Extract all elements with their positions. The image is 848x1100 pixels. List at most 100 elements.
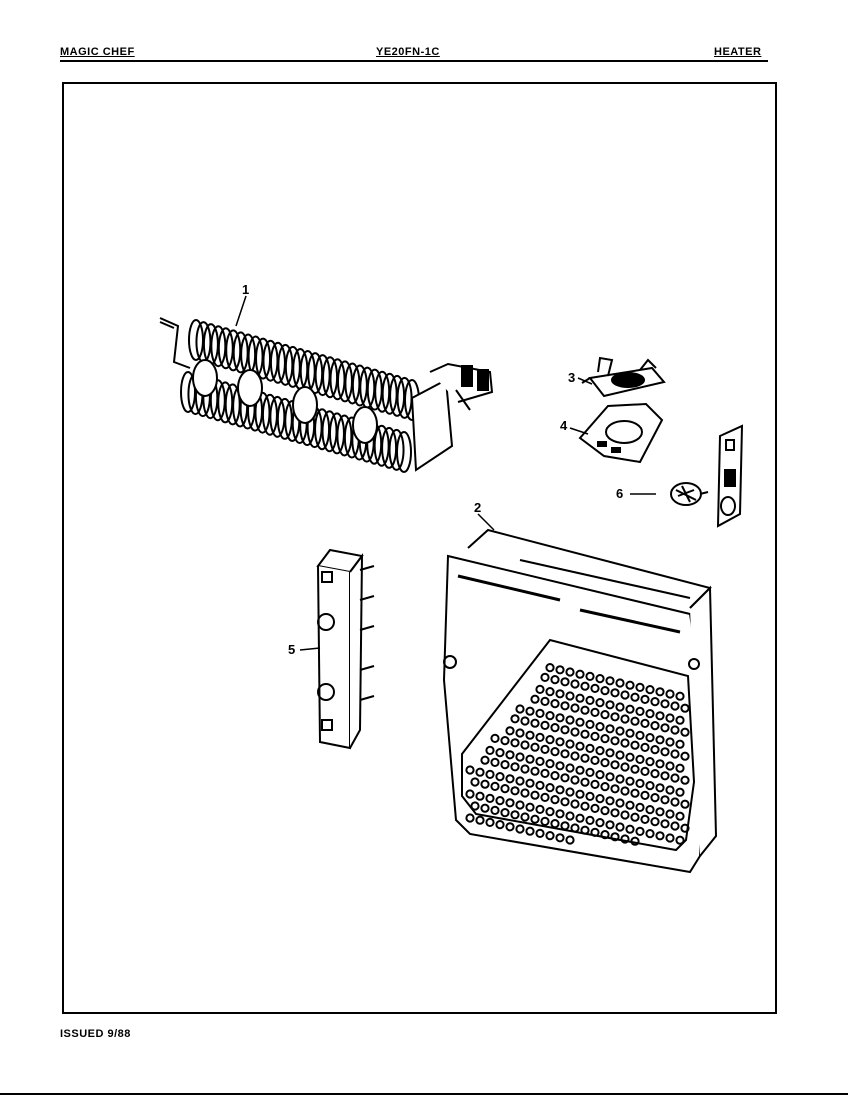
perforation-hole bbox=[660, 819, 670, 829]
issued-date: ISSUED 9/88 bbox=[60, 1028, 131, 1040]
perforation-hole bbox=[680, 799, 690, 809]
perforation-hole bbox=[680, 775, 690, 785]
perforation-hole bbox=[620, 786, 630, 796]
perforation-hole bbox=[570, 679, 580, 689]
perforation-hole bbox=[545, 711, 555, 721]
perforation-hole bbox=[645, 685, 655, 695]
perforation-hole bbox=[575, 693, 585, 703]
perforation-hole bbox=[480, 755, 490, 765]
perforation-hole bbox=[580, 777, 590, 787]
perforation-hole bbox=[560, 725, 570, 735]
perforation-hole bbox=[565, 811, 575, 821]
mounting-plate-icon bbox=[716, 424, 744, 528]
perforation-hole bbox=[590, 803, 600, 814]
perforation-hole bbox=[565, 691, 575, 701]
thermal-fuse-icon bbox=[670, 482, 709, 506]
perforation-hole bbox=[645, 829, 655, 839]
perforation-hole bbox=[610, 784, 620, 794]
perforation-hole bbox=[500, 760, 510, 770]
perforation-hole bbox=[475, 815, 485, 825]
perforation-hole bbox=[550, 747, 560, 757]
perforation-hole bbox=[575, 765, 585, 775]
perforation-hole bbox=[620, 714, 630, 724]
perforation-hole bbox=[520, 788, 530, 798]
perforation-hole bbox=[615, 774, 625, 784]
perforation-hole bbox=[600, 830, 610, 840]
perforation-hole bbox=[670, 797, 680, 807]
perforation-hole bbox=[535, 780, 545, 791]
perforation-hole bbox=[595, 794, 605, 804]
perforation-hole bbox=[530, 718, 540, 728]
coil-loop bbox=[329, 358, 346, 401]
perforation-hole bbox=[605, 748, 615, 758]
perforation-hole bbox=[545, 687, 555, 697]
coil-loop bbox=[255, 337, 272, 380]
perforation-hole bbox=[560, 773, 570, 783]
perforation-hole bbox=[625, 704, 635, 714]
perforation-hole bbox=[640, 814, 650, 825]
perforation-hole bbox=[540, 696, 550, 707]
perforation-hole bbox=[515, 824, 525, 834]
perforation-hole bbox=[565, 835, 575, 845]
perforation-hole bbox=[470, 777, 480, 787]
perforation-hole bbox=[485, 745, 495, 756]
coil-loop bbox=[322, 356, 339, 399]
diagram-frame bbox=[62, 82, 777, 1014]
perforation-hole bbox=[655, 783, 665, 793]
perforation-hole bbox=[565, 763, 575, 773]
perforation-hole bbox=[665, 809, 675, 819]
perforation-hole bbox=[570, 727, 580, 737]
coil-loop bbox=[314, 354, 331, 397]
perforation-hole bbox=[675, 739, 685, 749]
perforation-hole bbox=[545, 783, 555, 793]
perforation-hole bbox=[635, 682, 645, 693]
perforation-hole bbox=[650, 745, 660, 755]
perforation-hole bbox=[550, 771, 560, 781]
perforation-hole bbox=[545, 831, 555, 841]
perforation-hole bbox=[595, 818, 605, 828]
perforation-hole bbox=[665, 761, 675, 771]
perforation-hole bbox=[615, 702, 625, 712]
perforation-hole bbox=[635, 802, 645, 813]
perforation-hole bbox=[590, 827, 600, 838]
perforation-hole bbox=[525, 826, 535, 836]
perforation-hole bbox=[610, 736, 620, 746]
coil-loop bbox=[396, 431, 412, 473]
perforation-hole bbox=[550, 819, 560, 829]
perforation-hole bbox=[505, 774, 515, 784]
perforation-hole bbox=[510, 714, 520, 724]
perforation-hole bbox=[575, 789, 585, 799]
callout-5: 5 bbox=[288, 642, 295, 657]
perforation-hole bbox=[620, 690, 630, 700]
perforation-hole bbox=[530, 790, 540, 800]
perforation-hole bbox=[525, 754, 535, 764]
coil-loop bbox=[336, 414, 353, 457]
perforation-hole bbox=[670, 701, 680, 711]
callout-leaders bbox=[235, 295, 656, 651]
perforation-hole bbox=[565, 667, 575, 677]
perforation-hole bbox=[590, 779, 600, 790]
perforation-hole bbox=[530, 694, 540, 704]
perforation-hole bbox=[500, 784, 510, 794]
perforation-hole bbox=[610, 712, 620, 722]
perforation-hole bbox=[480, 779, 490, 789]
perforation-hole bbox=[575, 741, 585, 751]
perforation-hole bbox=[640, 790, 650, 801]
perforation-hole bbox=[590, 731, 600, 742]
perforation-hole bbox=[600, 686, 610, 696]
perforation-hole bbox=[630, 812, 640, 822]
perforation-hole bbox=[550, 675, 560, 685]
perforation-hole bbox=[580, 729, 590, 739]
perforation-hole bbox=[530, 766, 540, 776]
perforation-hole bbox=[630, 836, 640, 846]
perforation-hole bbox=[655, 831, 665, 841]
perforation-hole bbox=[670, 749, 680, 759]
coil-loop bbox=[307, 352, 324, 395]
perforation-hole bbox=[510, 786, 520, 796]
perforation-hole bbox=[560, 821, 570, 831]
perforation-hole bbox=[475, 767, 485, 777]
perforation-hole bbox=[635, 706, 645, 717]
coil-loop bbox=[180, 371, 196, 413]
perforation-hole bbox=[620, 762, 630, 772]
